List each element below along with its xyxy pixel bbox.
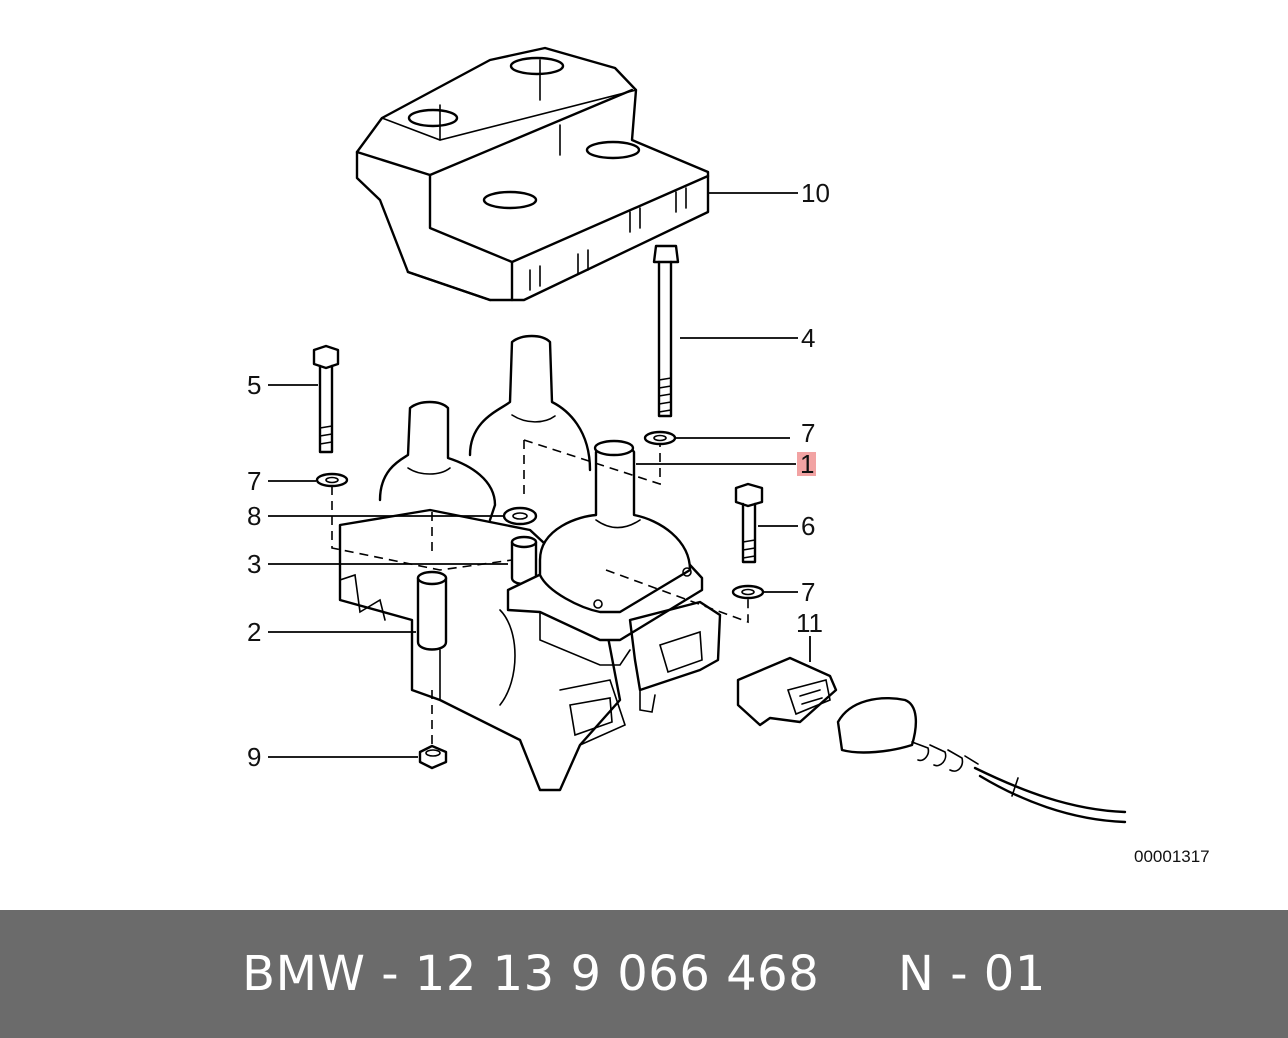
callout-labels: 10 4 5 7 7 1 8 6 3 7 11 2 9 00001317 [247,178,1210,866]
nut-part-9 [418,744,448,770]
callout-8: 8 [247,501,261,531]
part-number-text: BMW - 12 13 9 066 468 N - 01 [242,946,1046,1002]
harness-cable [836,697,1127,824]
parts-diagram: 10 4 5 7 7 1 8 6 3 7 11 2 9 00001317 [247,46,1210,866]
sleeve-part-2 [416,570,448,651]
diagram-reference-number: 00001317 [1134,847,1210,866]
bolt-part-5 [312,344,340,454]
seal-ring-part-8 [502,506,538,526]
coil-cover-part-10 [355,46,710,302]
callout-9: 9 [247,742,261,772]
callout-11: 11 [796,608,823,638]
callout-7-left: 7 [247,466,261,496]
exploded-view-drawing: 10 4 5 7 7 1 8 6 3 7 11 2 9 00001317 [247,46,1210,866]
callout-3: 3 [247,549,261,579]
bolt-part-6 [734,482,764,564]
callout-10: 10 [801,178,830,208]
callout-5: 5 [247,370,261,400]
connector-part-11 [736,656,838,727]
washer-part-7-a [315,472,349,488]
callout-2: 2 [247,617,261,647]
leader-lines [268,192,811,758]
ignition-coil-part-1 [506,439,722,713]
callout-1-highlight [797,452,816,476]
washer-part-7-c [731,584,765,600]
callout-7-lower-right: 7 [801,577,815,607]
sleeve-part-3 [510,535,538,586]
assembly-guide-lines [331,439,749,745]
washer-part-7-b [643,430,677,446]
callout-4: 4 [801,323,815,353]
callout-6: 6 [801,511,815,541]
part-number-footer: BMW - 12 13 9 066 468 N - 01 [0,910,1288,1038]
callout-1: 1 [800,449,814,479]
callout-7-upper-right: 7 [801,418,815,448]
bolt-part-4 [652,244,680,418]
